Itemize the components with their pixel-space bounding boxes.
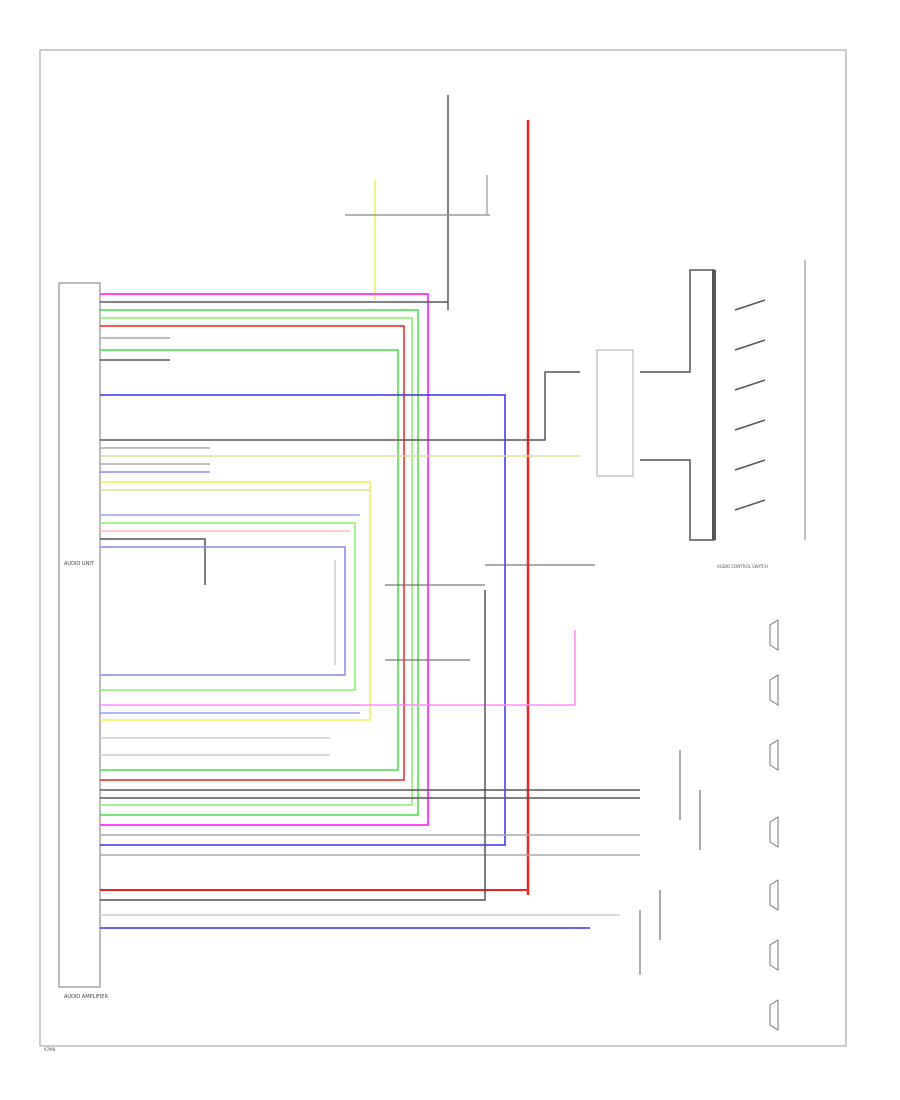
diagram-frame xyxy=(39,49,847,1047)
speakers xyxy=(639,619,779,1031)
audio-amplifier-label: AUDIO AMPLIFIER xyxy=(64,994,108,1000)
audio-control-switch xyxy=(596,260,806,541)
footer-code: K7M8 xyxy=(44,1047,56,1052)
audio-unit-wires xyxy=(100,293,640,929)
power-feed xyxy=(345,95,530,895)
audio-control-switch-label: AUDIO CONTROL SWITCH xyxy=(717,564,768,569)
center-junction xyxy=(334,560,595,665)
audio-unit-label: AUDIO UNIT xyxy=(64,561,95,567)
audio-unit-box xyxy=(58,282,101,988)
